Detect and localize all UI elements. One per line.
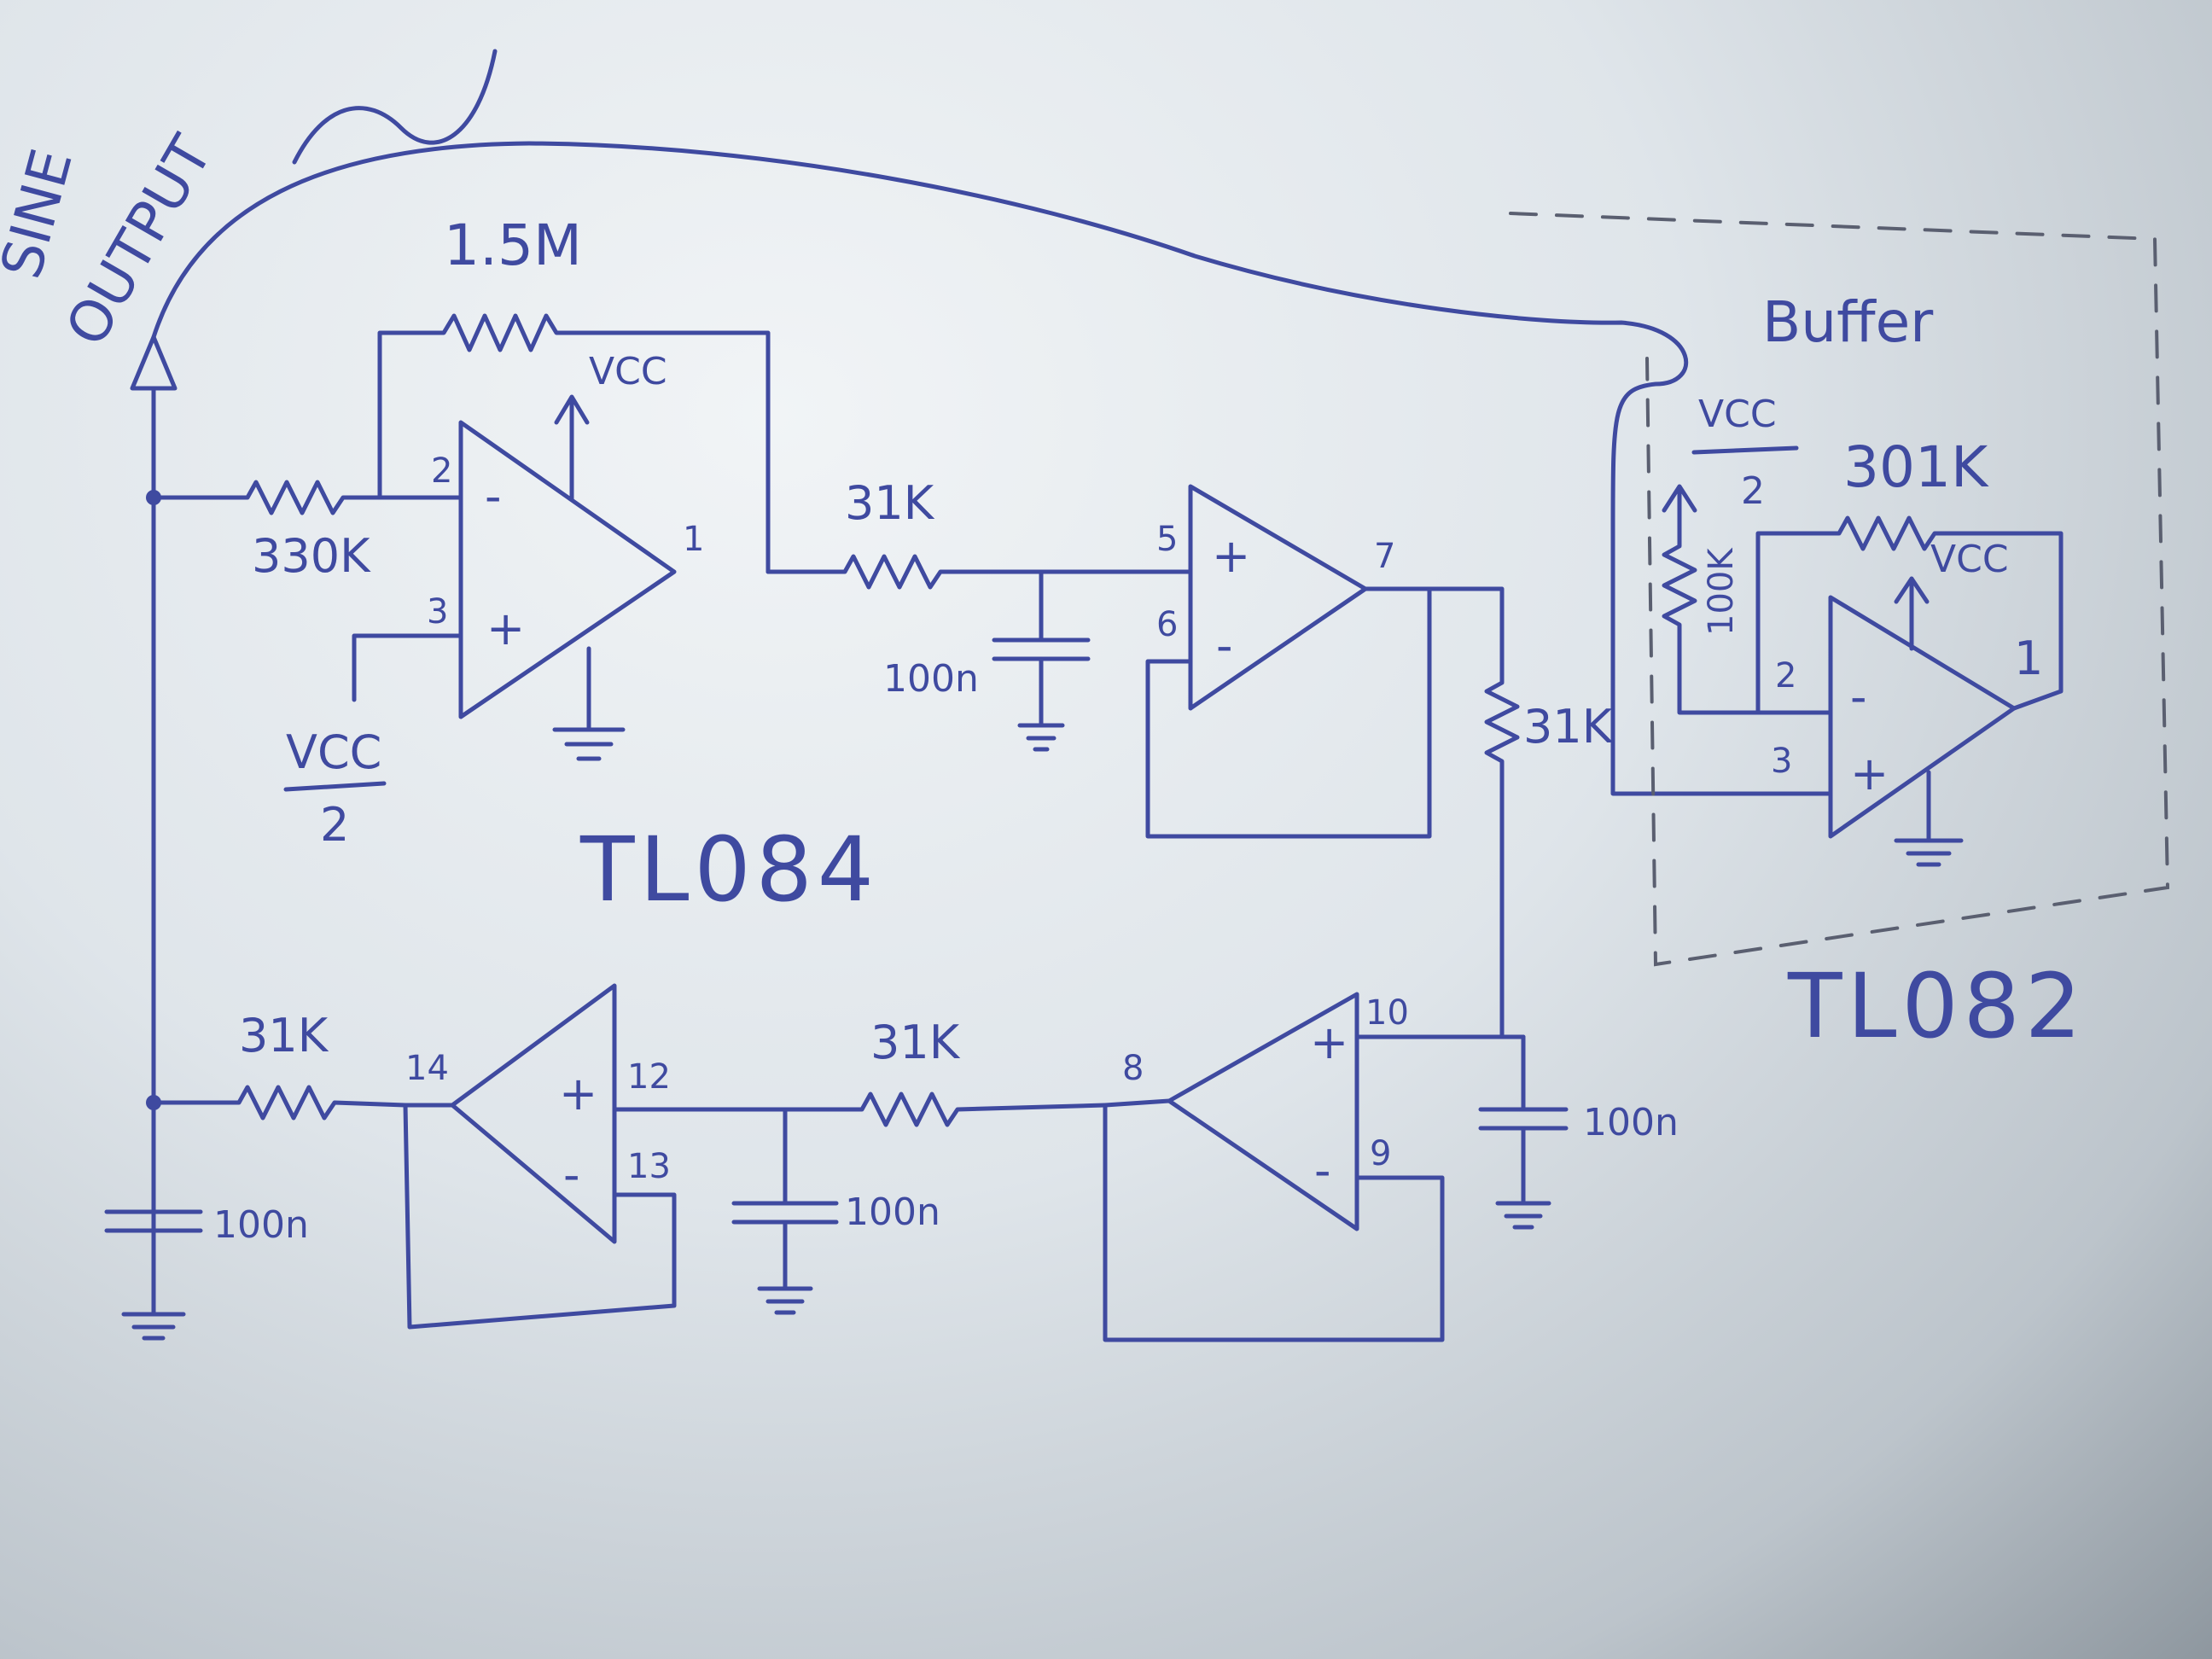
u4-pin-noninv: 10 [1365,993,1409,1033]
vcc-half-den: 2 [320,798,349,852]
buffer-dashed-box [1509,212,2170,967]
r-stage4-label: 31K [870,1016,961,1069]
u2-minus: - [1216,619,1233,672]
u3-minus: - [563,1148,580,1202]
ub-vcc-half-den: 2 [1741,469,1765,513]
c3-label: 100n [845,1190,940,1234]
ub-vcc-half-num: VCC [1698,393,1777,436]
opamp-buffer[interactable] [1828,595,2017,839]
ub-vcc-half-bar [1691,445,1799,455]
r-stage3-label: 31K [239,1009,329,1062]
wire-u1-to-u2 [765,554,1193,590]
r-down-label: 31K [1523,700,1614,754]
ub-ground-icon [1894,838,1964,867]
wire-output-curve [151,141,1833,796]
output-arrow [130,335,178,391]
ub-bias-arrow [1662,484,1697,513]
ub-pin-out: 1 [2014,632,2043,685]
u3-pin-inv: 13 [627,1147,671,1186]
u2-pin-noninv: 5 [1156,520,1178,559]
u4-minus: - [1314,1144,1331,1197]
u1-pin-noninv: 3 [427,592,448,632]
wire-left-to-u3 [151,1085,408,1121]
opamp-u2[interactable] [1188,484,1368,711]
vcc-half-bar [283,781,387,792]
u4-pin-out: 8 [1122,1049,1144,1088]
opamp-u1[interactable] [458,420,677,719]
u3-pin-out: 14 [405,1049,449,1088]
u4-plus: + [1310,1016,1348,1069]
c2-plates [992,637,1091,661]
wire-u3-to-u4 [612,1091,1108,1127]
c3-ground-icon [757,1286,813,1315]
wire-buffer-feedback [1755,515,2064,715]
c-right-ground-icon [1495,1201,1551,1230]
r-feedback-label: 1.5M [444,212,582,278]
u1-vcc-arrow [554,394,590,425]
c2-ground-icon [1017,723,1065,752]
sine-wave-symbol [292,49,498,165]
c2-label: 100n [883,657,979,701]
ub-plus: + [1850,747,1889,800]
u3-pin-noninv: 12 [627,1057,671,1097]
u1-pin-out: 1 [683,520,704,559]
u3-plus: + [559,1067,597,1121]
r-stage2-label: 31K [845,476,935,530]
ub-minus: - [1850,670,1867,724]
ub-pin-noninv: 3 [1771,742,1792,781]
wire-u4-follower [1103,1098,1445,1342]
wire-u2-to-rdown [1427,586,1520,1039]
u2-plus: + [1212,529,1250,583]
wire-u1-feedback [377,313,771,574]
r-buffer-fb-label: 301K [1843,434,1989,500]
wire-u1-input [151,480,463,515]
c-right-plates [1478,1107,1569,1131]
ub-vcc-label: VCC [1930,538,2009,581]
r-buffer-in-label: 100K [1702,547,1741,636]
opamp-u3[interactable] [450,983,617,1244]
wire-u2-follower [1145,586,1432,839]
opamp-u4[interactable] [1167,992,1359,1231]
c-right-label: 100n [1583,1101,1679,1144]
vcc-half-num: VCC [286,725,381,779]
u1-vcc-label: VCC [589,350,667,393]
u1-plus: + [486,602,525,655]
u1-ground-icon [552,727,626,761]
r-input-label: 330K [252,529,371,583]
chip-buffer-label: TL082 [1787,954,2087,1058]
ub-vcc-arrow [1894,576,1930,604]
wire-u3-follower [403,1103,677,1330]
u1-pin-inv: 2 [431,451,452,491]
u1-minus: - [485,469,502,523]
c1-plates [104,1209,203,1233]
c1-ground-icon [121,1312,186,1341]
wire-ub-bias [1662,488,1761,715]
wire-u1-noninv-bias [352,633,463,702]
c3-plates [731,1201,839,1225]
u4-pin-inv: 9 [1370,1134,1391,1173]
sine-output-label-top: SINE [0,143,85,285]
u2-pin-inv: 6 [1156,605,1178,644]
buffer-label: Buffer [1762,289,1934,355]
c1-label: 100n [213,1203,309,1247]
ub-pin-inv: 2 [1775,656,1796,696]
u2-pin-out: 7 [1374,537,1395,576]
chip-main-label: TL084 [579,818,879,922]
